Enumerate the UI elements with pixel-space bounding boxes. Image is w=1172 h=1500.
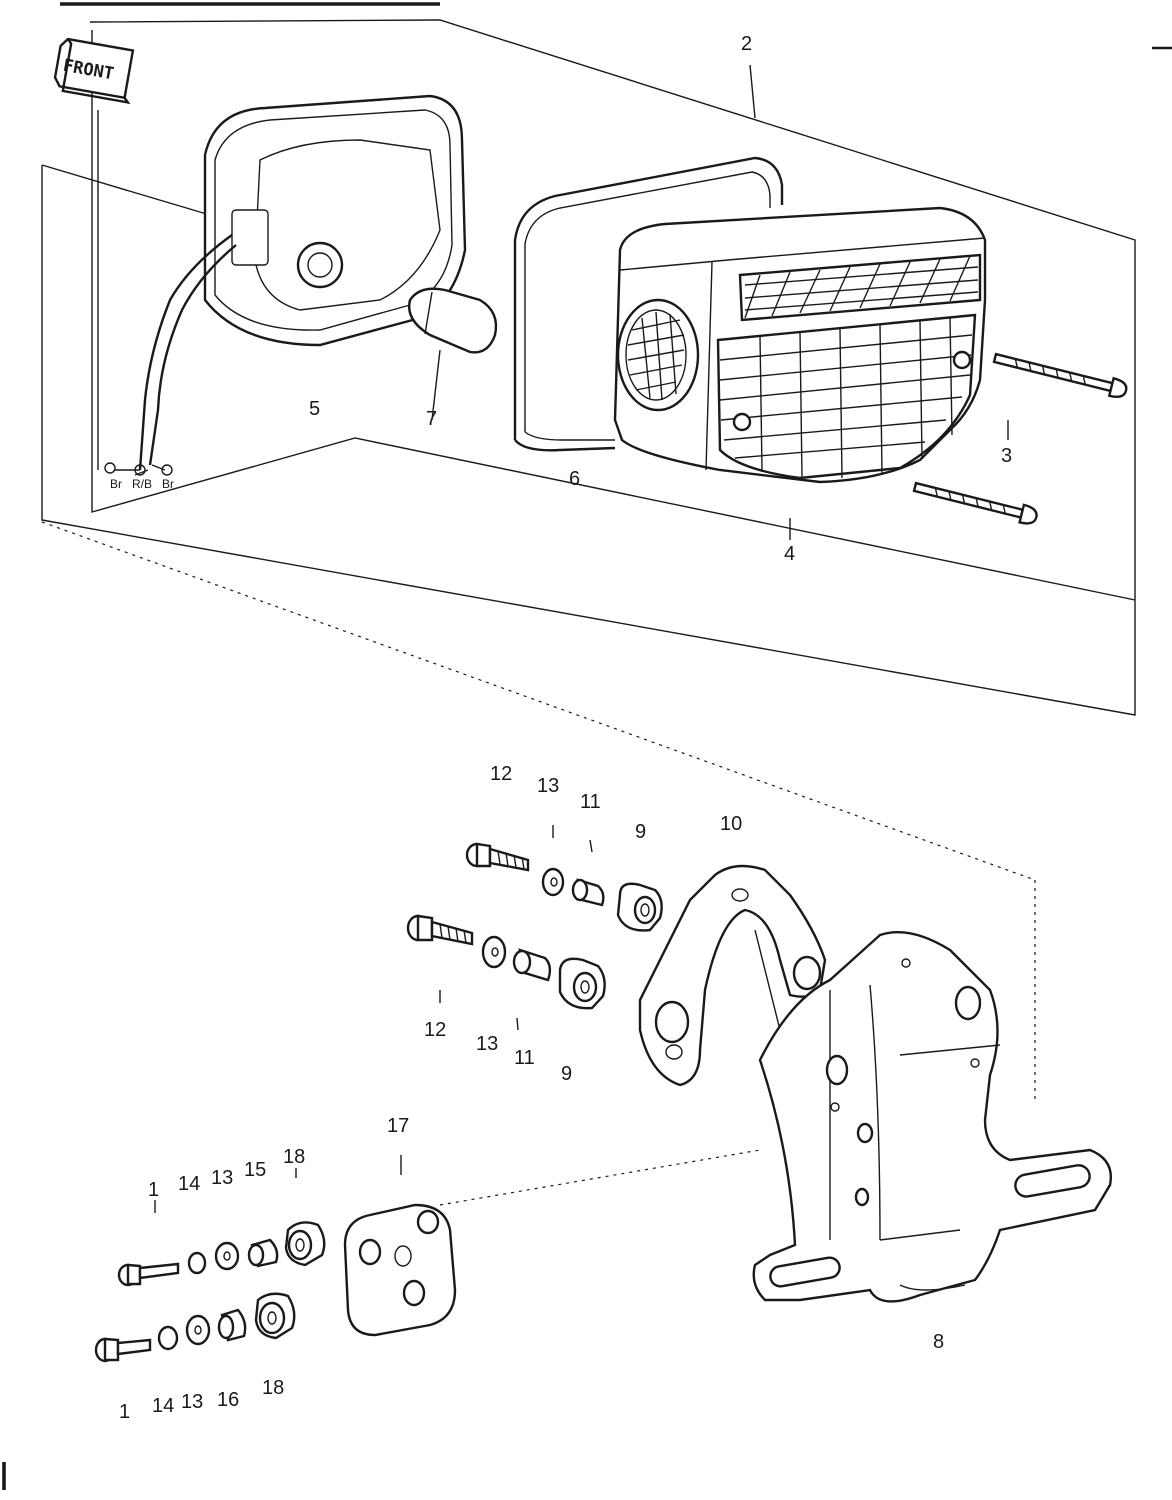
- plate-slot-left: [769, 1256, 841, 1288]
- callout-9-lower: 9: [561, 1063, 572, 1085]
- callout-9-upper: 9: [635, 821, 646, 843]
- lens-screw-hole-lower: [732, 412, 752, 432]
- callout-7: 7: [426, 408, 437, 430]
- main-lens-grid: [719, 317, 973, 479]
- bulb-socket: [296, 241, 344, 289]
- upper-lens-hatch: [744, 255, 979, 319]
- callout-3: 3: [1001, 445, 1012, 467]
- callout-18-lower: 18: [262, 1377, 284, 1399]
- callout-16: 16: [217, 1389, 239, 1411]
- callout-4: 4: [784, 543, 795, 565]
- bolt-1a: [117, 1262, 180, 1287]
- washer-14a: [187, 1251, 207, 1275]
- callout-13-lower: 13: [476, 1033, 498, 1055]
- callout-numbers: 2 5 7 6 3 4 12 13 11 9 10 12 13 11 9 17 …: [119, 33, 1012, 1423]
- callout-13-upper: 13: [537, 775, 559, 797]
- callout-13-plate-upper: 13: [211, 1167, 233, 1189]
- callout-8: 8: [933, 1331, 944, 1353]
- lens-screw-lower: [912, 481, 1038, 525]
- upper-assembly-panel: [41, 19, 1136, 716]
- grommet-9b: [558, 957, 606, 1010]
- wire-terminal-3: [161, 464, 173, 476]
- callout-6: 6: [569, 468, 580, 490]
- front-direction-sign: FRONT: [53, 37, 135, 105]
- bulb-part-7: [408, 287, 498, 421]
- bolt-row-lower: [406, 914, 606, 1010]
- callout-12-lower: 12: [424, 1019, 446, 1041]
- wire-grommet: [231, 209, 269, 266]
- wire-label-2: R/B: [132, 477, 152, 491]
- alignment-lines: [41, 521, 1036, 1206]
- reflector-plate-part-17: [343, 1203, 457, 1337]
- lamp-base-part-5: Br R/B Br: [104, 94, 467, 491]
- gasket-part-6: [513, 156, 784, 452]
- bolt-row-plate-lower: [94, 1292, 296, 1363]
- callout-17: 17: [387, 1115, 409, 1137]
- bolt-12a: [465, 842, 530, 872]
- collar-11b: [512, 948, 552, 982]
- callout-1-lower: 1: [119, 1401, 130, 1423]
- plate-slot-right: [1014, 1164, 1091, 1198]
- license-plate-bracket-part-8: [752, 931, 1112, 1303]
- lens-screws-part-3: [912, 352, 1128, 525]
- bracket-hole-lower: [654, 1000, 690, 1044]
- main-lens-panel: [716, 313, 977, 480]
- callout-5: 5: [309, 398, 320, 420]
- bolt-row-upper: [465, 842, 663, 932]
- wire-terminal-2: [134, 464, 146, 476]
- callout-11-lower: 11: [514, 1047, 535, 1069]
- washer-14b: [157, 1325, 179, 1351]
- collar-16: [217, 1308, 247, 1342]
- callout-12-upper: 12: [490, 763, 512, 785]
- side-reflector-hatch: [627, 311, 685, 401]
- callout-14-lower: 14: [152, 1395, 174, 1417]
- grommet-9a: [616, 882, 663, 932]
- wire-label-3: Br: [162, 477, 174, 491]
- wire-label-1: Br: [110, 477, 122, 491]
- lens-screw-upper: [992, 352, 1128, 399]
- wire-terminal-1: [104, 462, 116, 474]
- mounting-bracket-part-10: [638, 864, 827, 1087]
- plate-bracket-hole-1: [825, 1054, 849, 1086]
- bolt-1b: [94, 1337, 152, 1363]
- callout-15: 15: [244, 1159, 266, 1181]
- washer-13b: [481, 935, 507, 969]
- washer-13d: [185, 1314, 211, 1346]
- plate-bracket-hole-2: [954, 985, 982, 1021]
- lens-housing-part-4: [613, 206, 987, 484]
- bolt-12b: [406, 914, 474, 946]
- callout-1-upper: 1: [148, 1179, 159, 1201]
- bolt-row-plate-upper: [117, 1221, 326, 1287]
- callout-10: 10: [720, 813, 742, 835]
- lens-screw-hole-upper: [952, 350, 972, 370]
- upper-leader-lines: [749, 64, 1009, 540]
- washer-13c: [214, 1241, 240, 1271]
- collar-15: [247, 1238, 279, 1268]
- callout-11-upper: 11: [580, 791, 601, 813]
- grommet-18b: [254, 1292, 296, 1340]
- callout-2: 2: [741, 33, 752, 55]
- grommet-18a: [284, 1221, 326, 1267]
- lower-leader-lines: [154, 825, 593, 1213]
- callout-13-plate-lower: 13: [181, 1391, 203, 1413]
- callout-18-upper: 18: [283, 1146, 305, 1168]
- callout-14-upper: 14: [178, 1173, 200, 1195]
- washer-13a: [541, 867, 565, 897]
- collar-11a: [571, 878, 605, 907]
- bracket-hole-upper: [792, 955, 822, 991]
